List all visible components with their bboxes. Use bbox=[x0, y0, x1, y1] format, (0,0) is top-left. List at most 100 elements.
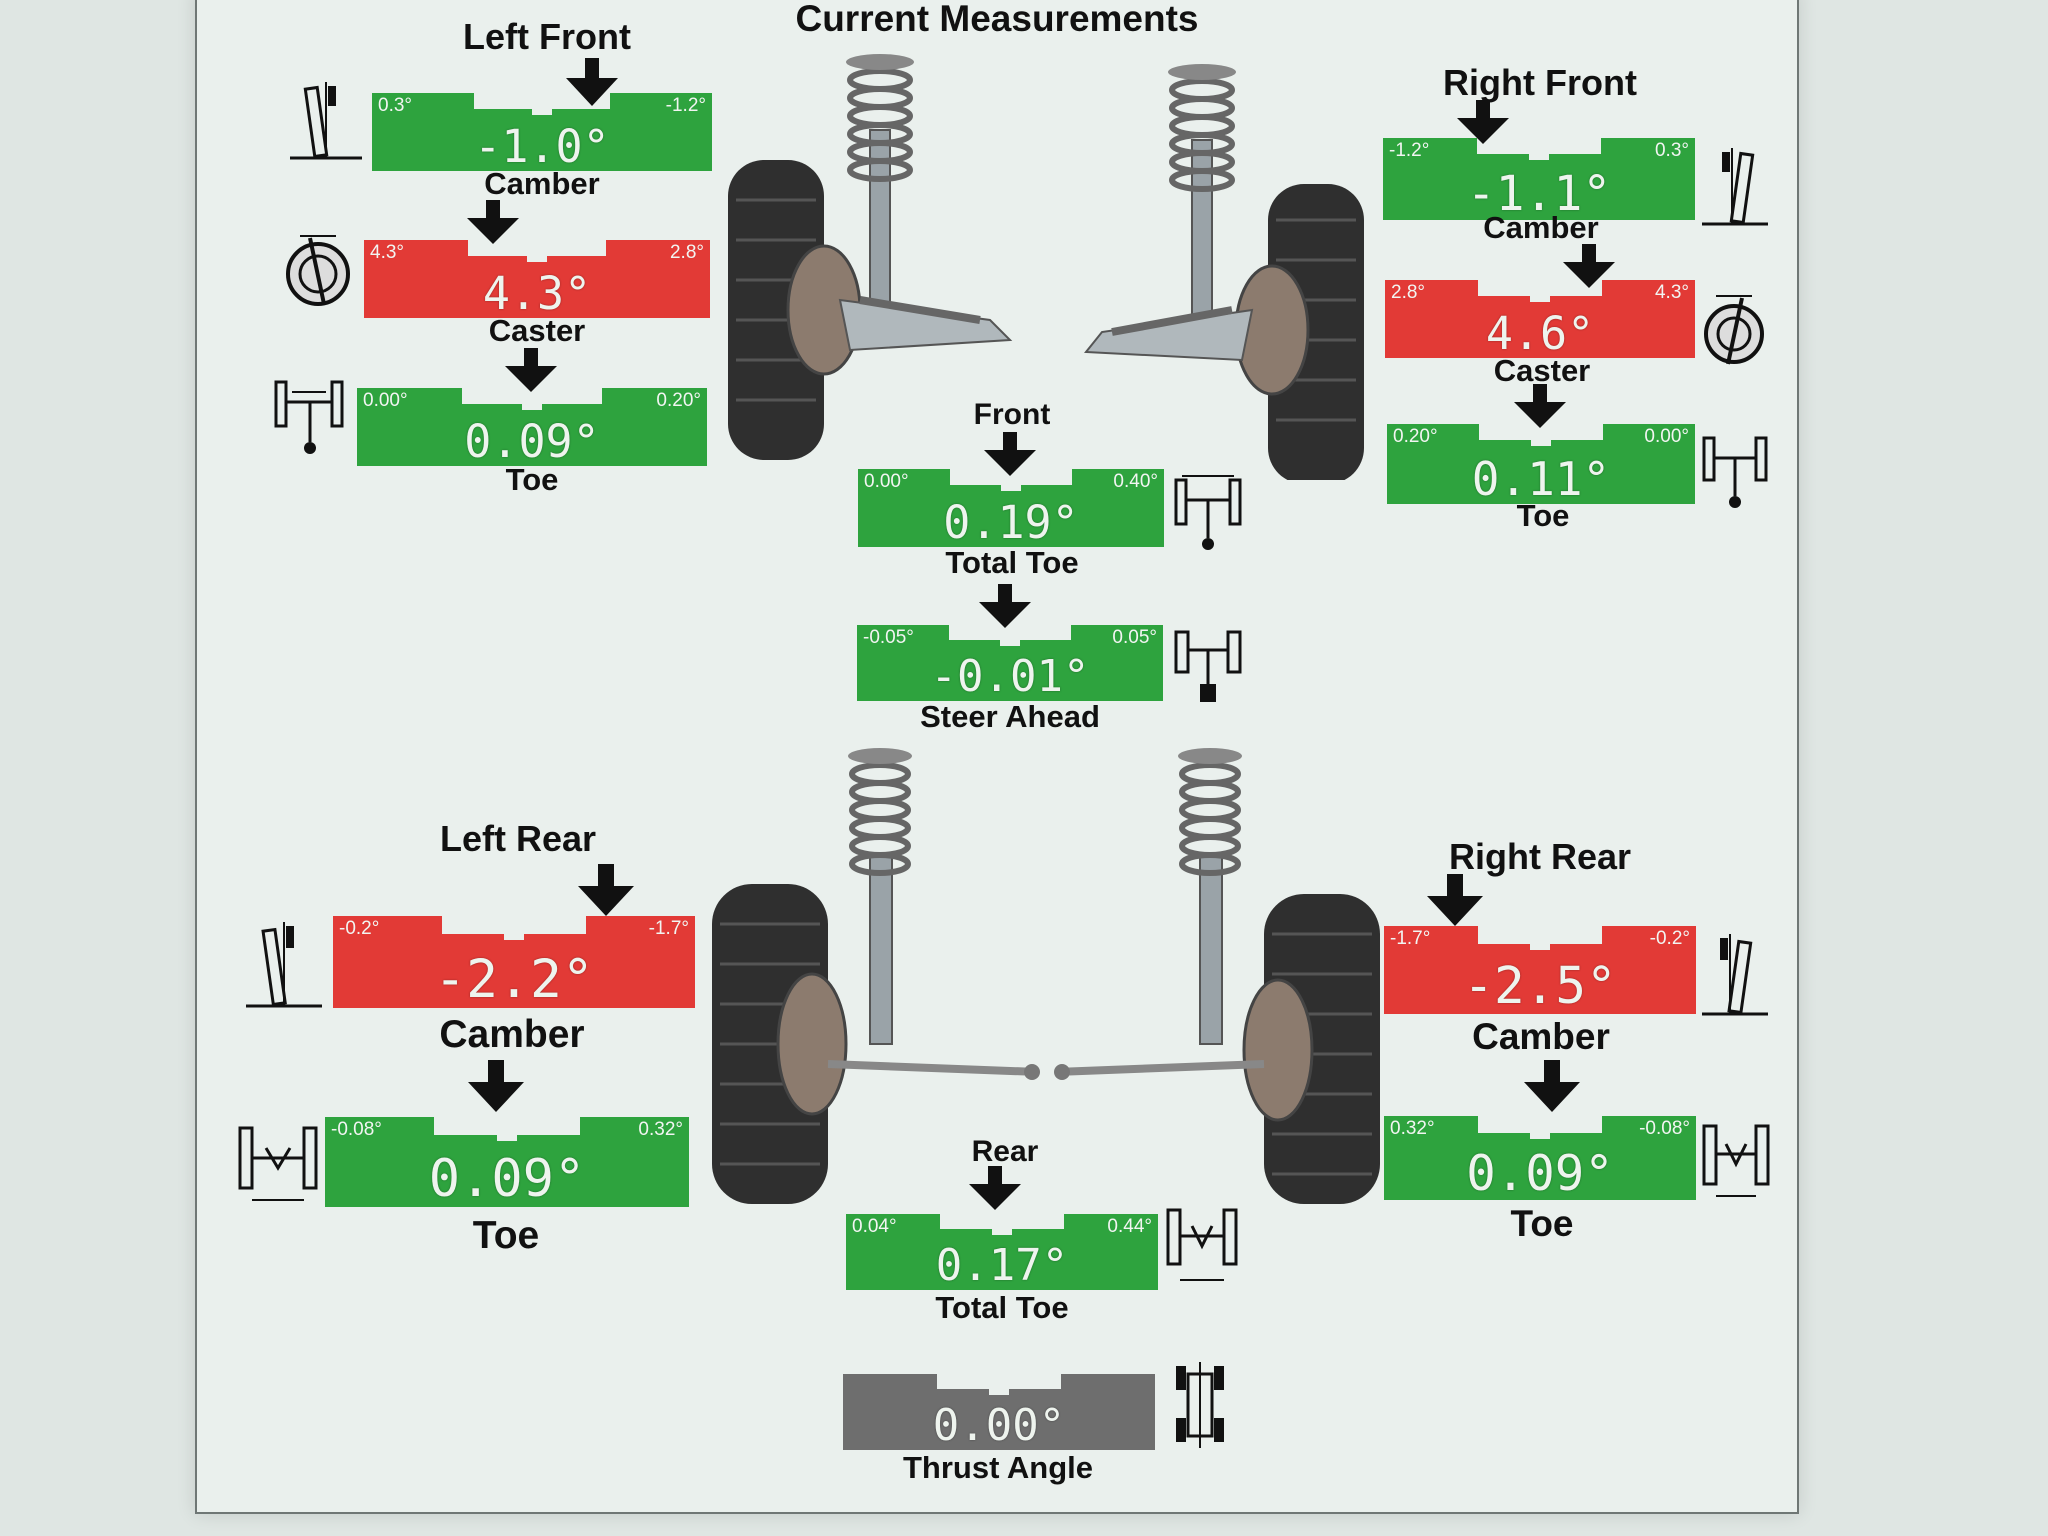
gauge-track bbox=[372, 93, 712, 171]
right-front-toe-gauge: 0.20° 0.00° 0.11° bbox=[1387, 424, 1695, 504]
camber-diagram-icon bbox=[290, 82, 362, 160]
gauge-min-value: 2.8° bbox=[1391, 282, 1426, 303]
gauge-track bbox=[846, 1214, 1158, 1290]
gauge-max-value: 2.8° bbox=[669, 242, 704, 263]
right-front-camber-gauge: -1.2° 0.3° -1.1° bbox=[1383, 138, 1695, 220]
gauge-fill bbox=[843, 1374, 1155, 1450]
gauge-min-value: 0.20° bbox=[1393, 426, 1438, 447]
gauge-max-value: 0.00° bbox=[1644, 426, 1689, 447]
gauge-max-value: -1.7° bbox=[648, 918, 689, 939]
gauge-track bbox=[1384, 1116, 1696, 1200]
left-rear-heading: Left Rear bbox=[439, 818, 597, 859]
gauge-max-value: 0.05° bbox=[1112, 627, 1157, 648]
gauge-max-value: -0.08° bbox=[1639, 1118, 1690, 1139]
gauge-min-value: -1.7° bbox=[1390, 928, 1431, 949]
right-rear-toe-gauge: 0.32°-0.08°0.09° bbox=[1384, 1116, 1696, 1200]
front-right-suspension-illustration bbox=[1084, 64, 1364, 480]
left-rear-camber-label: Camber bbox=[439, 1013, 585, 1056]
right-front-heading: Right Front bbox=[1443, 62, 1637, 103]
thrust-angle-diagram-icon bbox=[1176, 1362, 1224, 1448]
gauge-reading: 0.19° bbox=[943, 496, 1079, 549]
left-rear-toe-gauge: -0.08°0.32°0.09° bbox=[325, 1117, 689, 1207]
gauge-track bbox=[1383, 138, 1695, 220]
thrust-angle-label: Thrust Angle bbox=[902, 1450, 1094, 1485]
rear-total-toe-label: Total Toe bbox=[935, 1290, 1069, 1325]
gauge-min-value: 0.00° bbox=[363, 390, 408, 411]
gauge-max-value: 0.40° bbox=[1113, 471, 1158, 492]
toe-diagram-icon bbox=[274, 380, 344, 454]
gauge-reading: -1.0° bbox=[474, 120, 610, 173]
gauge-fill bbox=[364, 240, 710, 318]
front-heading: Front bbox=[973, 398, 1051, 431]
gauge-max-value: 0.3° bbox=[1654, 140, 1689, 161]
gauge-reading: -0.01° bbox=[930, 651, 1090, 702]
gauge-track bbox=[857, 625, 1163, 701]
gauge-fill bbox=[325, 1117, 689, 1207]
front-total-toe-label: Total Toe bbox=[945, 545, 1079, 580]
gauge-reading: 0.17° bbox=[935, 1240, 1069, 1291]
total-toe-diagram-icon bbox=[1166, 1208, 1238, 1281]
gauge-track bbox=[333, 916, 695, 1008]
front-left-suspension-illustration bbox=[728, 54, 1013, 460]
right-front-toe-label: Toe bbox=[1516, 498, 1570, 533]
gauge-track bbox=[357, 388, 707, 466]
caster-diagram-icon bbox=[286, 235, 350, 306]
gauge-max-value: -1.2° bbox=[665, 95, 706, 116]
caster-diagram-icon bbox=[1704, 295, 1764, 365]
gauge-min-value: 0.00° bbox=[864, 471, 909, 492]
total-toe-diagram-icon bbox=[1174, 475, 1242, 550]
gauge-track bbox=[364, 240, 710, 318]
left-rear-camber-gauge: -0.2° -1.7° -2.2° bbox=[333, 916, 695, 1008]
gauge-reading: 0.09° bbox=[464, 415, 600, 468]
gauge-fill bbox=[1383, 138, 1695, 220]
left-front-toe-gauge: 0.00°0.20°0.09° bbox=[357, 388, 707, 466]
gauge-fill bbox=[1387, 424, 1695, 504]
steer-ahead-diagram-icon bbox=[1174, 630, 1242, 702]
gauge-max-value: 0.44° bbox=[1107, 1216, 1152, 1237]
gauge-min-value: -1.2° bbox=[1389, 140, 1430, 161]
gauge-reading: -2.5° bbox=[1463, 957, 1617, 1016]
camber-diagram-icon bbox=[1702, 148, 1768, 226]
gauge-max-value: 4.3° bbox=[1654, 282, 1689, 303]
toe-diagram-icon bbox=[1702, 1124, 1770, 1197]
thrust-angle-gauge: 0.00° bbox=[843, 1374, 1155, 1450]
gauge-min-value: -0.08° bbox=[331, 1119, 382, 1140]
gauge-fill bbox=[846, 1214, 1158, 1290]
gauge-track bbox=[1384, 926, 1696, 1014]
gauge-min-value: 0.3° bbox=[378, 95, 413, 116]
right-rear-camber-label: Camber bbox=[1472, 1016, 1610, 1057]
gauge-reading: 0.09° bbox=[428, 1149, 586, 1209]
gauge-reading: 0.11° bbox=[1471, 452, 1611, 506]
gauge-track bbox=[858, 469, 1164, 547]
gauge-fill bbox=[372, 93, 712, 171]
rear-heading: Rear bbox=[971, 1135, 1039, 1168]
gauge-min-value: 4.3° bbox=[370, 242, 405, 263]
gauge-track bbox=[1385, 280, 1695, 358]
gauge-fill bbox=[1384, 1116, 1696, 1200]
right-front-caster-gauge: 2.8° 4.3° 4.6° bbox=[1385, 280, 1695, 358]
steer-ahead-label: Steer Ahead bbox=[920, 699, 1100, 734]
steer-ahead-gauge: -0.05°0.05°-0.01° bbox=[857, 625, 1163, 701]
gauge-min-value: -0.2° bbox=[339, 918, 380, 939]
gauge-track bbox=[843, 1374, 1155, 1450]
gauge-reading: 4.6° bbox=[1485, 307, 1595, 360]
camber-diagram-icon bbox=[246, 922, 322, 1008]
gauge-fill bbox=[857, 625, 1163, 701]
gauge-track bbox=[325, 1117, 689, 1207]
right-rear-heading: Right Rear bbox=[1448, 836, 1632, 877]
gauge-max-value: -0.2° bbox=[1649, 928, 1690, 949]
right-front-camber-label: Camber bbox=[1483, 210, 1599, 245]
page-title: Current Measurements bbox=[795, 0, 1199, 39]
gauge-reading: 4.3° bbox=[482, 267, 592, 320]
left-front-caster-gauge: 4.3° 2.8° 4.3° bbox=[364, 240, 710, 318]
gauge-fill bbox=[1384, 926, 1696, 1014]
gauge-reading: 0.00° bbox=[932, 1400, 1066, 1451]
gauge-reading: -2.2° bbox=[434, 949, 594, 1010]
right-rear-toe-label: Toe bbox=[1510, 1203, 1574, 1244]
left-front-camber-label: Camber bbox=[484, 166, 600, 201]
toe-diagram-icon bbox=[1702, 436, 1768, 508]
right-front-caster-label: Caster bbox=[1493, 353, 1591, 388]
left-rear-toe-label: Toe bbox=[472, 1214, 540, 1257]
gauge-reading: -1.1° bbox=[1466, 166, 1612, 222]
gauge-reading: 0.09° bbox=[1466, 1145, 1614, 1202]
